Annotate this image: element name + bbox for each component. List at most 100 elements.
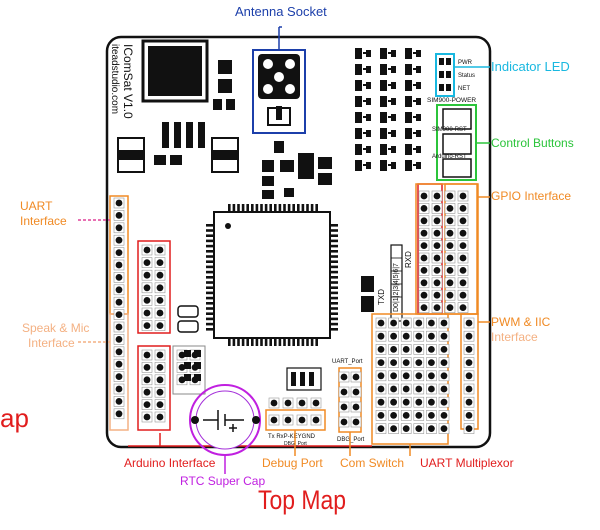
mux-pin-hole bbox=[415, 359, 423, 366]
gpio-pin-hole bbox=[446, 205, 454, 212]
com-pin-hole bbox=[352, 418, 360, 426]
gpio-header-pins bbox=[418, 190, 469, 313]
gpio-pin-hole bbox=[446, 217, 454, 225]
arduino-pin-hole bbox=[178, 351, 186, 359]
com-pin-hole bbox=[352, 373, 360, 381]
mux-pin-hole bbox=[415, 332, 423, 340]
mux-pin-hole bbox=[428, 385, 435, 393]
mux-pin-hole bbox=[428, 332, 435, 340]
left-header-pin-hole bbox=[115, 274, 123, 281]
rxd-label: RXD bbox=[404, 251, 413, 268]
gpio-pin-hole bbox=[446, 279, 454, 287]
arduino-pin-hole bbox=[143, 284, 151, 292]
arduino-pin-hole bbox=[178, 364, 186, 371]
mux-pin-hole bbox=[440, 319, 448, 327]
arduino-header-top-box bbox=[137, 240, 171, 334]
mux-pin-hole bbox=[390, 398, 397, 406]
uart-multiplexor-pins bbox=[375, 317, 450, 434]
mux-pin-hole bbox=[415, 385, 423, 393]
mux-pin-hole bbox=[402, 425, 410, 432]
smd-part bbox=[361, 296, 374, 312]
pwm-pin-hole bbox=[465, 332, 473, 340]
gpio-pin-hole bbox=[420, 229, 428, 237]
debug-pin-hole bbox=[284, 416, 292, 424]
label-gpio-interface: GPIO Interface bbox=[491, 189, 572, 203]
left-header-pin-hole bbox=[115, 373, 123, 380]
txd-label: TXD bbox=[377, 289, 386, 305]
mux-pin-hole bbox=[428, 425, 435, 432]
mux-pin-hole bbox=[415, 425, 423, 432]
arduino-pin-hole bbox=[156, 351, 164, 359]
mux-pin-hole bbox=[440, 332, 448, 340]
mux-pin-hole bbox=[428, 372, 435, 380]
debug-pin-labels: Tx RxP-KEYGND bbox=[268, 434, 316, 440]
arduino-pin-hole bbox=[156, 364, 164, 371]
gpio-pin-hole bbox=[459, 291, 467, 299]
com-pin-hole bbox=[340, 403, 348, 411]
mux-pin-hole bbox=[415, 372, 423, 380]
gpio-pin-hole bbox=[420, 242, 428, 250]
left-header-pin-hole bbox=[115, 199, 123, 207]
left-header-pin-hole bbox=[115, 261, 123, 269]
gpio-pin-hole bbox=[433, 304, 441, 311]
label-pwm-iic-line1: PWM & IIC bbox=[491, 315, 551, 329]
label-uart-interface-line1: UART bbox=[20, 199, 53, 213]
mux-pin-hole bbox=[377, 332, 385, 340]
mux-pin-hole bbox=[390, 412, 397, 419]
smd-part bbox=[213, 99, 222, 110]
pwm-pin-hole bbox=[465, 359, 473, 366]
arduino-pin-hole bbox=[156, 271, 164, 279]
gpio-pin-hole bbox=[459, 217, 467, 225]
label-arduino-interface: Arduino Interface bbox=[124, 456, 216, 470]
left-header-pin-hole bbox=[115, 298, 123, 306]
gpio-pin-hole bbox=[446, 192, 454, 200]
gpio-pin-hole bbox=[459, 304, 467, 311]
gpio-pin-hole bbox=[433, 217, 441, 225]
label-com-switch: Com Switch bbox=[340, 456, 405, 470]
smd-part bbox=[154, 155, 166, 165]
left-header-pin-hole bbox=[115, 212, 123, 219]
uart-port-silk: UART_Port bbox=[332, 359, 363, 365]
mux-pin-hole bbox=[402, 359, 410, 366]
arduino-pin-hole bbox=[143, 259, 151, 266]
gpio-pin-hole bbox=[446, 229, 454, 237]
arduino-pin-hole bbox=[156, 259, 164, 266]
gpio-pin-hole bbox=[433, 254, 441, 262]
sim900-rst-label: SIM900-RST bbox=[432, 127, 467, 133]
arduino-pin-hole bbox=[156, 376, 164, 384]
button-arduino-rst bbox=[442, 158, 472, 178]
label-speak-mic-line2: Interface bbox=[28, 336, 75, 350]
arduino-pin-hole bbox=[143, 401, 151, 408]
mux-pin-hole bbox=[428, 319, 435, 327]
mux-pin-hole bbox=[440, 412, 448, 419]
sim900-power-label: SIM900-POWER bbox=[427, 97, 476, 104]
smd-part bbox=[226, 99, 235, 110]
gpio-pin-hole bbox=[459, 254, 467, 262]
label-uart-multiplexor: UART Multiplexor bbox=[420, 456, 514, 470]
gpio-pin-hole bbox=[433, 291, 441, 299]
pwm-pin-hole bbox=[465, 372, 473, 380]
crystal-2 bbox=[177, 320, 199, 333]
antenna-socket-pins bbox=[263, 59, 295, 94]
left-header-pins bbox=[113, 197, 125, 420]
gpio-pin-hole bbox=[420, 254, 428, 262]
mux-pin-hole bbox=[428, 412, 435, 419]
arduino-pin-hole bbox=[156, 246, 164, 254]
mux-pin-hole bbox=[377, 412, 385, 419]
mux-pin-hole bbox=[377, 372, 385, 380]
arduino-pin-hole bbox=[143, 297, 151, 304]
gpio-pin-hole bbox=[446, 242, 454, 250]
mux-pin-hole bbox=[402, 372, 410, 380]
led-status-label: Status bbox=[458, 73, 475, 79]
label-indicator-led: Indicator LED bbox=[491, 59, 570, 74]
arduino-pin-hole bbox=[156, 309, 164, 317]
gpio-pin-hole bbox=[433, 267, 441, 274]
capacitor-right-band bbox=[212, 150, 238, 160]
led-pwr-label: PWR bbox=[458, 60, 473, 66]
crystal-1 bbox=[177, 305, 199, 318]
sim-connector-bars bbox=[162, 122, 205, 148]
indicator-leds bbox=[439, 58, 451, 91]
pwm-pin-hole bbox=[465, 425, 473, 432]
label-top-map: Top Map bbox=[258, 485, 347, 515]
mux-pin-hole bbox=[415, 346, 423, 353]
